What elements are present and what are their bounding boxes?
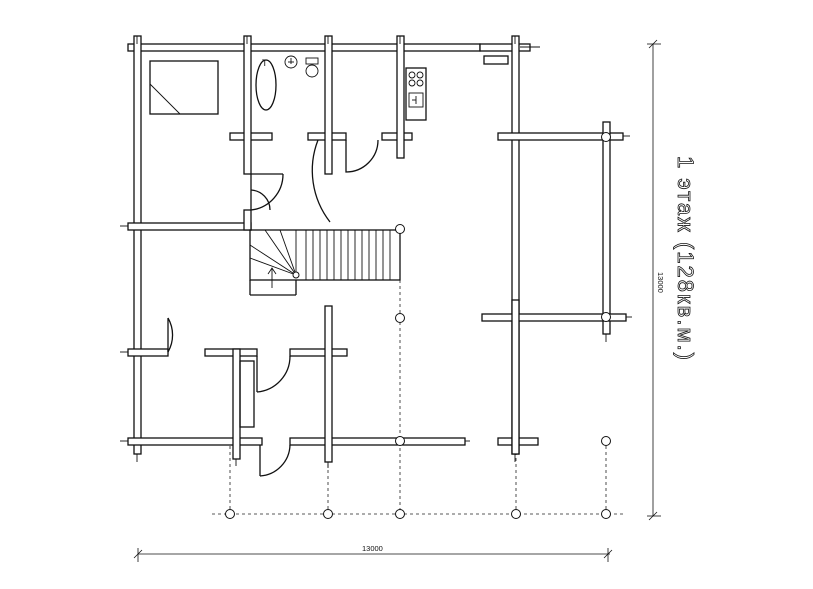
bathroom: T xyxy=(255,55,319,111)
height-dimension-label: 13000 xyxy=(656,272,665,293)
closet xyxy=(239,360,255,428)
doors xyxy=(167,139,379,477)
posts xyxy=(225,132,611,519)
dimension-horizontal: 13000 xyxy=(133,544,613,562)
log-ends xyxy=(120,36,632,468)
floor-title: 1 этаж (128кв.м.) xyxy=(673,156,698,362)
dimension-vertical: 13000 xyxy=(647,39,665,521)
svg-text:T: T xyxy=(262,58,268,68)
walls xyxy=(127,35,627,463)
bed xyxy=(149,60,219,115)
kitchen xyxy=(405,55,509,121)
width-dimension-label: 13000 xyxy=(362,544,383,553)
staircase xyxy=(249,229,401,296)
axis-grid xyxy=(212,232,626,515)
